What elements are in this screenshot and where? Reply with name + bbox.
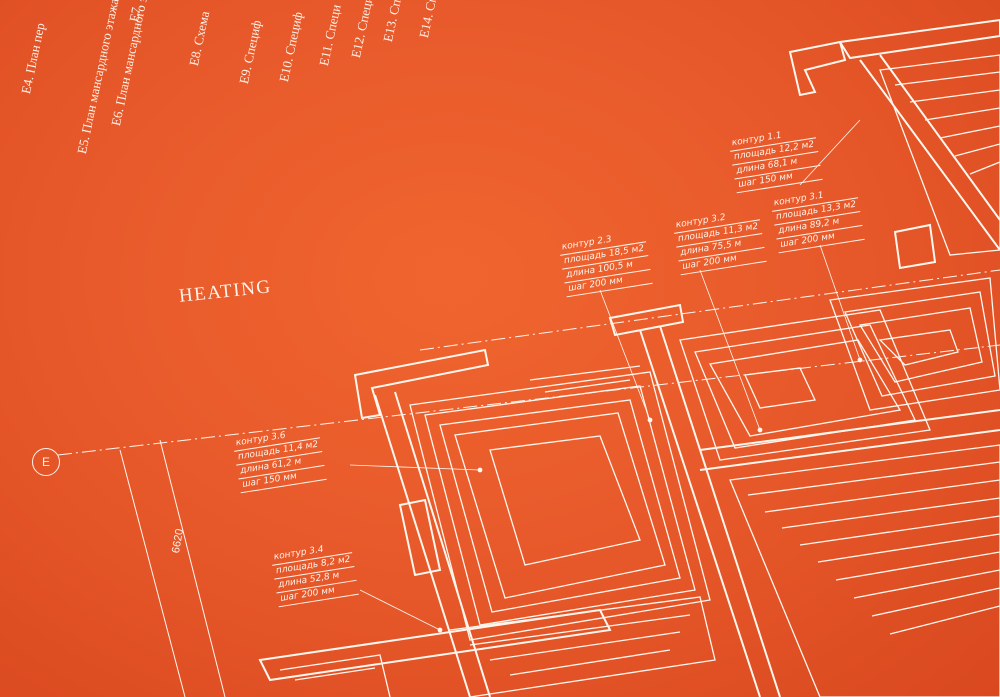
heating-loops xyxy=(279,54,1000,697)
walls xyxy=(258,18,1000,697)
axis-lines xyxy=(57,269,1000,697)
axis-bubble: E xyxy=(32,448,60,476)
leader-lines xyxy=(349,119,863,633)
